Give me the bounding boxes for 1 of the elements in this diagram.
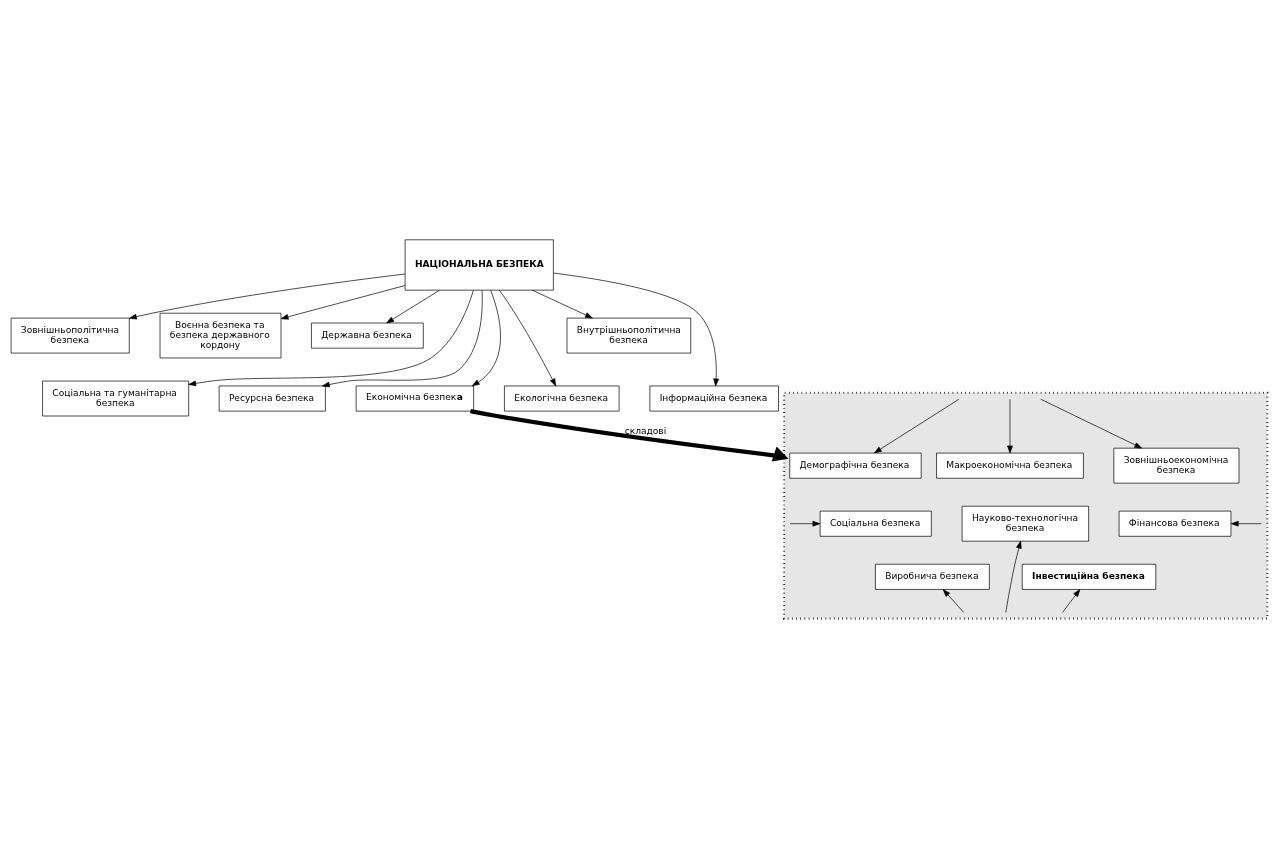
edge-label: складові [624, 425, 667, 436]
